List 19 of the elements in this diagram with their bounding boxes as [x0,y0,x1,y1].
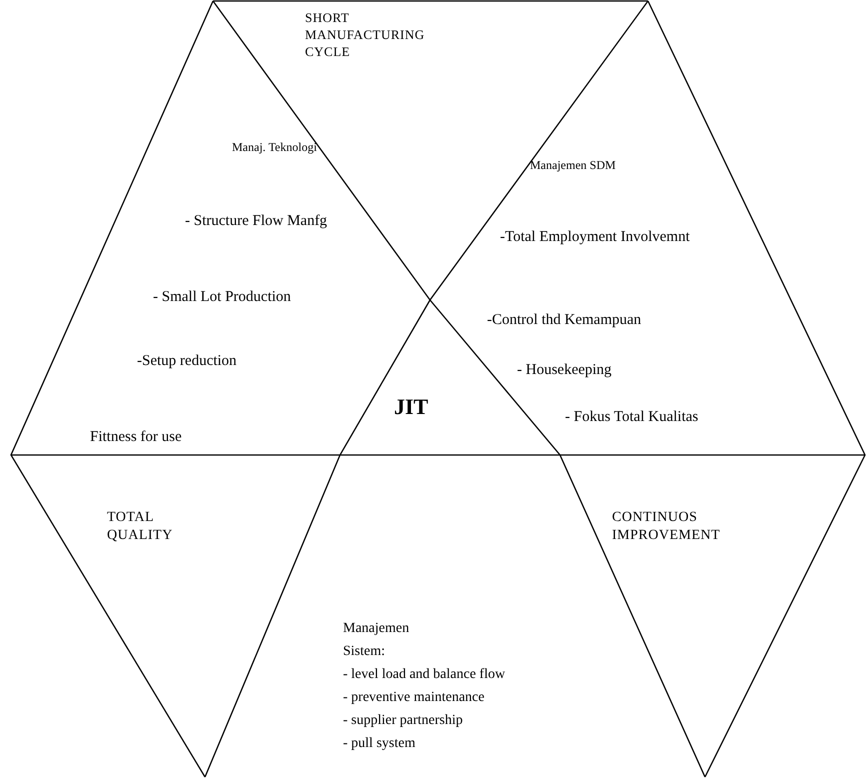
list-item: - Structure Flow Manfg [185,212,328,231]
list-item: -Total Employment Involvemnt [500,228,690,247]
center-label: JIT [394,393,430,421]
list-item: - Small Lot Production [153,288,292,307]
list-item: -Control thd Kemampuan [487,311,642,330]
list-item: -Setup reduction [137,352,238,371]
region-title: TOTAL QUALITY [107,509,174,546]
region-title: SHORT MANUFACTURING CYCLE [305,10,425,61]
region-heading: Manaj. Teknologi [232,140,318,156]
region-title: CONTINUOS IMPROVEMENT [612,509,722,546]
list-item: - level load and balance flow [343,666,506,684]
list-item: - Fokus Total Kualitas [565,408,700,427]
list-item: Fittness for use [90,428,183,447]
list-item: - supplier partnership [343,712,464,730]
region-heading: Manajemen Sistem: [343,620,410,661]
list-item: - Housekeeping [517,361,613,380]
region-heading: Manajemen SDM [530,158,617,174]
list-item: - preventive maintenance [343,689,486,707]
list-item: - pull system [343,735,416,753]
